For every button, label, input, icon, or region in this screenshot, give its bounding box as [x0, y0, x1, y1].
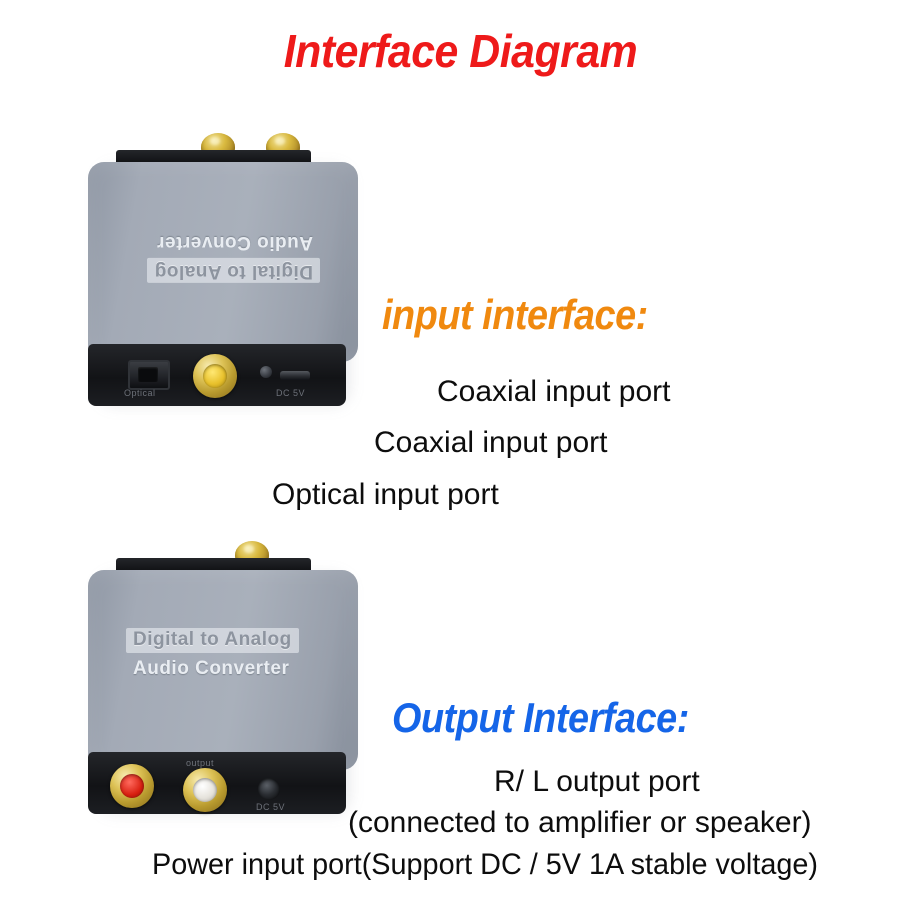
panel-etch-right: DC 5V: [256, 802, 286, 812]
panel-etch-left: Optical: [124, 388, 156, 398]
rca-output-right-red-icon: [110, 764, 154, 808]
caption-power-input-port: Power input port(Support DC / 5V 1A stab…: [152, 848, 818, 881]
device-brand-label: Digital to Analog Audio Converter: [130, 232, 320, 283]
brand-line-2: Audio Converter: [156, 231, 313, 253]
coaxial-input-port-icon: [193, 354, 237, 398]
output-interface-heading: Output Interface:: [392, 694, 689, 741]
input-interface-heading: input interface:: [382, 291, 648, 338]
device-image-bottom: Digital to Analog Audio Converter output…: [88, 540, 358, 814]
optical-input-port-icon: [128, 360, 170, 390]
device-body: Digital to Analog Audio Converter: [88, 162, 358, 362]
dc-power-input-port-icon: [258, 778, 280, 800]
caption-coaxial-input-2: Coaxial input port: [374, 426, 608, 459]
brand-line-1: Digital to Analog: [126, 628, 299, 653]
device-image-top: Digital to Analog Audio Converter Optica…: [88, 132, 358, 406]
brand-line-1: Digital to Analog: [147, 257, 320, 283]
panel-etch-center: output: [186, 758, 215, 768]
caption-optical-input: Optical input port: [272, 478, 499, 511]
caption-connected-to-amplifier: (connected to amplifier or speaker): [348, 806, 812, 839]
device-brand-label: Digital to Analog Audio Converter: [126, 628, 326, 679]
rca-output-left-white-icon: [183, 768, 227, 812]
power-led-icon: [260, 366, 272, 378]
micro-usb-power-port-icon: [280, 371, 310, 380]
brand-line-2: Audio Converter: [133, 657, 290, 679]
caption-coaxial-input-1: Coaxial input port: [437, 375, 671, 408]
page-title: Interface Diagram: [283, 25, 638, 77]
caption-rl-output-port: R/ L output port: [494, 765, 700, 798]
panel-etch-right: DC 5V: [276, 388, 306, 398]
device-body: Digital to Analog Audio Converter: [88, 570, 358, 770]
coaxial-port-center: [203, 364, 227, 388]
device-front-panel: output DC 5V: [88, 752, 346, 814]
device-front-panel: Optical DC 5V: [88, 344, 346, 406]
rca-right-center: [120, 774, 144, 798]
rca-left-center: [193, 778, 217, 802]
